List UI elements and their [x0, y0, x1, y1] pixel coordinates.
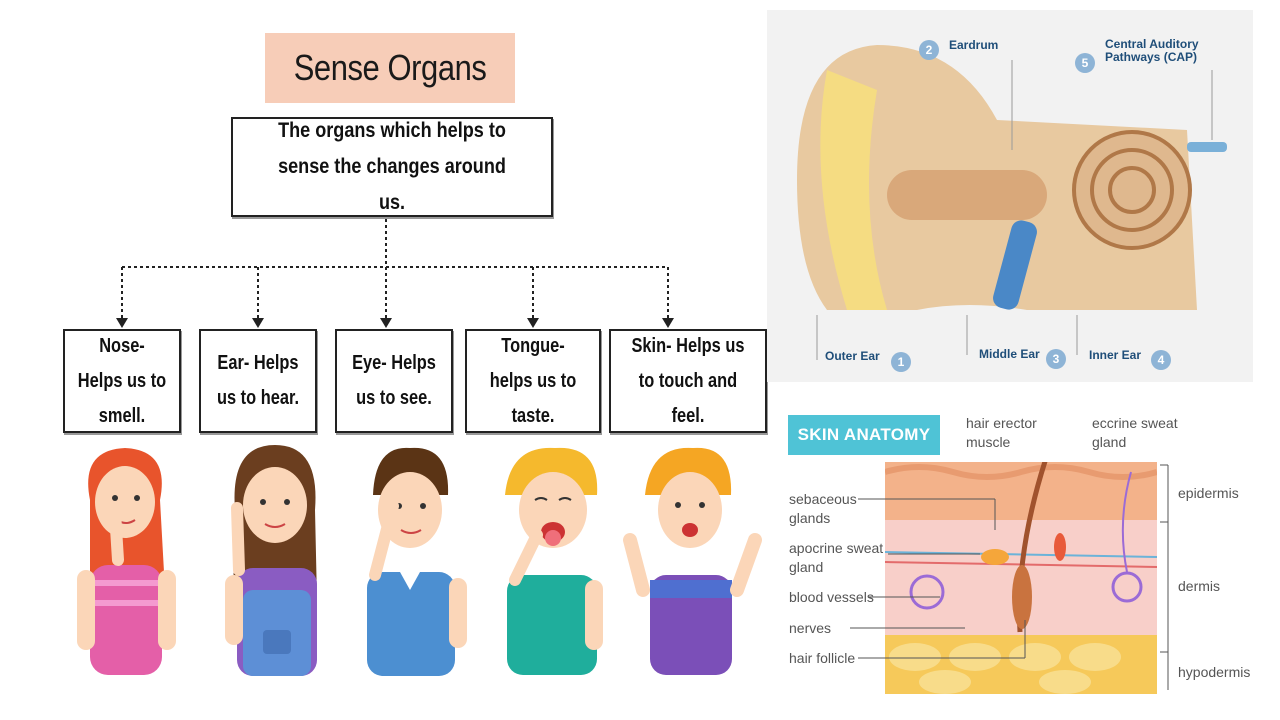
- chart-title-box: Sense Organs: [265, 33, 515, 103]
- skin-layer-hypodermis: hypodermis: [1178, 664, 1251, 680]
- child-showing-tongue-icon: [505, 447, 603, 675]
- organ-label-eye: Eye- Helps us to see.: [352, 352, 436, 409]
- skin-label-leader-lines: [850, 464, 1169, 690]
- ear-label-outer: Outer Ear: [825, 349, 880, 363]
- organ-box-ear: Ear- Helps us to hear.: [199, 329, 317, 433]
- skin-layer-dermis: dermis: [1178, 578, 1221, 594]
- ear-badge-2: 2: [919, 40, 939, 60]
- skin-label-apocrine: apocrine sweat gland: [789, 540, 884, 575]
- ear-diagram-panel: 1 Outer Ear 2 Eardrum 3 Middle Ear 4 Inn…: [767, 10, 1253, 382]
- skin-layer-epidermis: epidermis: [1178, 485, 1239, 501]
- skin-cross-section-illustration: [885, 462, 1157, 694]
- ear-badge-5: 5: [1075, 53, 1095, 73]
- skin-label-nerves: nerves: [789, 620, 832, 636]
- organ-label-tongue: Tongue- helps us to taste.: [489, 334, 577, 427]
- ear-badge-4: 4: [1151, 350, 1171, 370]
- ear-badge-1: 1: [891, 352, 911, 372]
- ear-label-eardrum: Eardrum: [949, 38, 999, 52]
- child-raising-hands-icon: [623, 447, 762, 675]
- organ-box-tongue: Tongue- helps us to taste.: [465, 329, 601, 433]
- organ-label-skin: Skin- Helps us to touch and feel.: [631, 334, 745, 427]
- child-touching-ear-icon: [225, 445, 317, 676]
- skin-title-box: SKIN ANATOMY: [788, 415, 940, 455]
- organ-label-ear: Ear- Helps us to hear.: [216, 352, 300, 409]
- organ-box-eye: Eye- Helps us to see.: [335, 329, 453, 433]
- ear-label-inner: Inner Ear: [1089, 348, 1142, 362]
- skin-label-eccrine: eccrine sweat gland: [1092, 415, 1178, 450]
- ear-label-cap: Central Auditory Pathways (CAP): [1105, 37, 1199, 64]
- children-illustrations: [77, 445, 762, 676]
- organ-box-skin: Skin- Helps us to touch and feel.: [609, 329, 767, 433]
- organ-label-nose: Nose- Helps us to smell.: [77, 334, 167, 427]
- ear-anatomy-illustration: [797, 45, 1227, 360]
- chart-title: Sense Organs: [293, 47, 487, 88]
- ear-badge-3: 3: [1046, 349, 1066, 369]
- connector-lines: [116, 219, 674, 328]
- organ-box-nose: Nose- Helps us to smell.: [63, 329, 181, 433]
- ear-label-middle: Middle Ear: [979, 347, 1040, 361]
- child-touching-nose-icon: [77, 448, 176, 675]
- skin-label-hair-erector: hair erector muscle: [966, 415, 1037, 450]
- skin-label-blood-vessels: blood vessels: [789, 589, 874, 605]
- skin-title: SKIN ANATOMY: [797, 425, 931, 444]
- definition-box: The organs which helps to sense the chan…: [231, 117, 553, 217]
- skin-label-hair-follicle: hair follicle: [789, 650, 856, 666]
- skin-label-sebaceous: sebaceous glands: [789, 491, 857, 526]
- definition-text: The organs which helps to sense the chan…: [278, 119, 506, 214]
- child-touching-eye-icon: [367, 447, 467, 676]
